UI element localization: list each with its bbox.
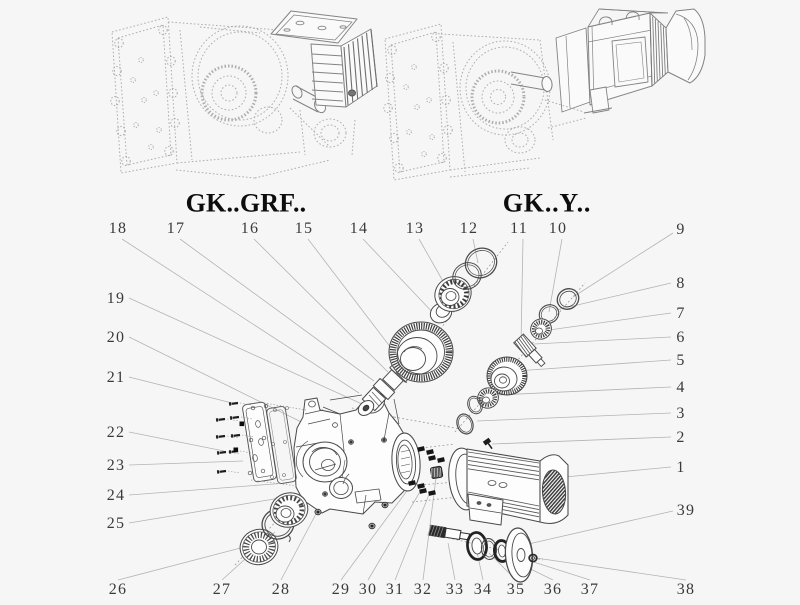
svg-text:20: 20 bbox=[107, 329, 125, 346]
svg-text:26: 26 bbox=[109, 581, 127, 598]
svg-text:10: 10 bbox=[549, 220, 567, 237]
svg-text:3: 3 bbox=[676, 405, 685, 422]
svg-text:30: 30 bbox=[359, 581, 377, 598]
svg-text:14: 14 bbox=[350, 220, 368, 237]
svg-text:21: 21 bbox=[107, 369, 125, 386]
svg-text:35: 35 bbox=[507, 581, 525, 598]
svg-text:38: 38 bbox=[677, 581, 695, 598]
svg-text:34: 34 bbox=[474, 581, 492, 598]
svg-text:25: 25 bbox=[107, 515, 125, 532]
svg-text:19: 19 bbox=[107, 290, 125, 307]
svg-text:GK..Y..: GK..Y.. bbox=[503, 189, 591, 218]
svg-text:24: 24 bbox=[107, 487, 125, 504]
svg-text:8: 8 bbox=[676, 275, 685, 292]
svg-text:5: 5 bbox=[676, 352, 685, 369]
svg-text:27: 27 bbox=[213, 581, 231, 598]
svg-text:GK..GRF..: GK..GRF.. bbox=[186, 189, 307, 218]
svg-text:31: 31 bbox=[386, 581, 404, 598]
svg-text:15: 15 bbox=[295, 220, 313, 237]
svg-text:13: 13 bbox=[406, 220, 424, 237]
svg-text:23: 23 bbox=[107, 457, 125, 474]
svg-text:6: 6 bbox=[676, 329, 685, 346]
svg-text:1: 1 bbox=[676, 459, 685, 476]
svg-text:29: 29 bbox=[332, 581, 350, 598]
svg-text:36: 36 bbox=[544, 581, 562, 598]
svg-text:4: 4 bbox=[676, 379, 685, 396]
svg-text:22: 22 bbox=[107, 424, 125, 441]
svg-text:16: 16 bbox=[241, 220, 259, 237]
svg-text:39: 39 bbox=[677, 502, 695, 519]
svg-text:11: 11 bbox=[510, 220, 528, 237]
svg-text:28: 28 bbox=[272, 581, 290, 598]
svg-text:2: 2 bbox=[676, 429, 685, 446]
svg-text:9: 9 bbox=[676, 221, 685, 238]
svg-text:32: 32 bbox=[414, 581, 432, 598]
svg-text:17: 17 bbox=[167, 220, 185, 237]
svg-text:37: 37 bbox=[581, 581, 599, 598]
svg-text:12: 12 bbox=[460, 220, 478, 237]
svg-text:7: 7 bbox=[676, 305, 685, 322]
svg-text:18: 18 bbox=[109, 220, 127, 237]
svg-text:33: 33 bbox=[446, 581, 464, 598]
